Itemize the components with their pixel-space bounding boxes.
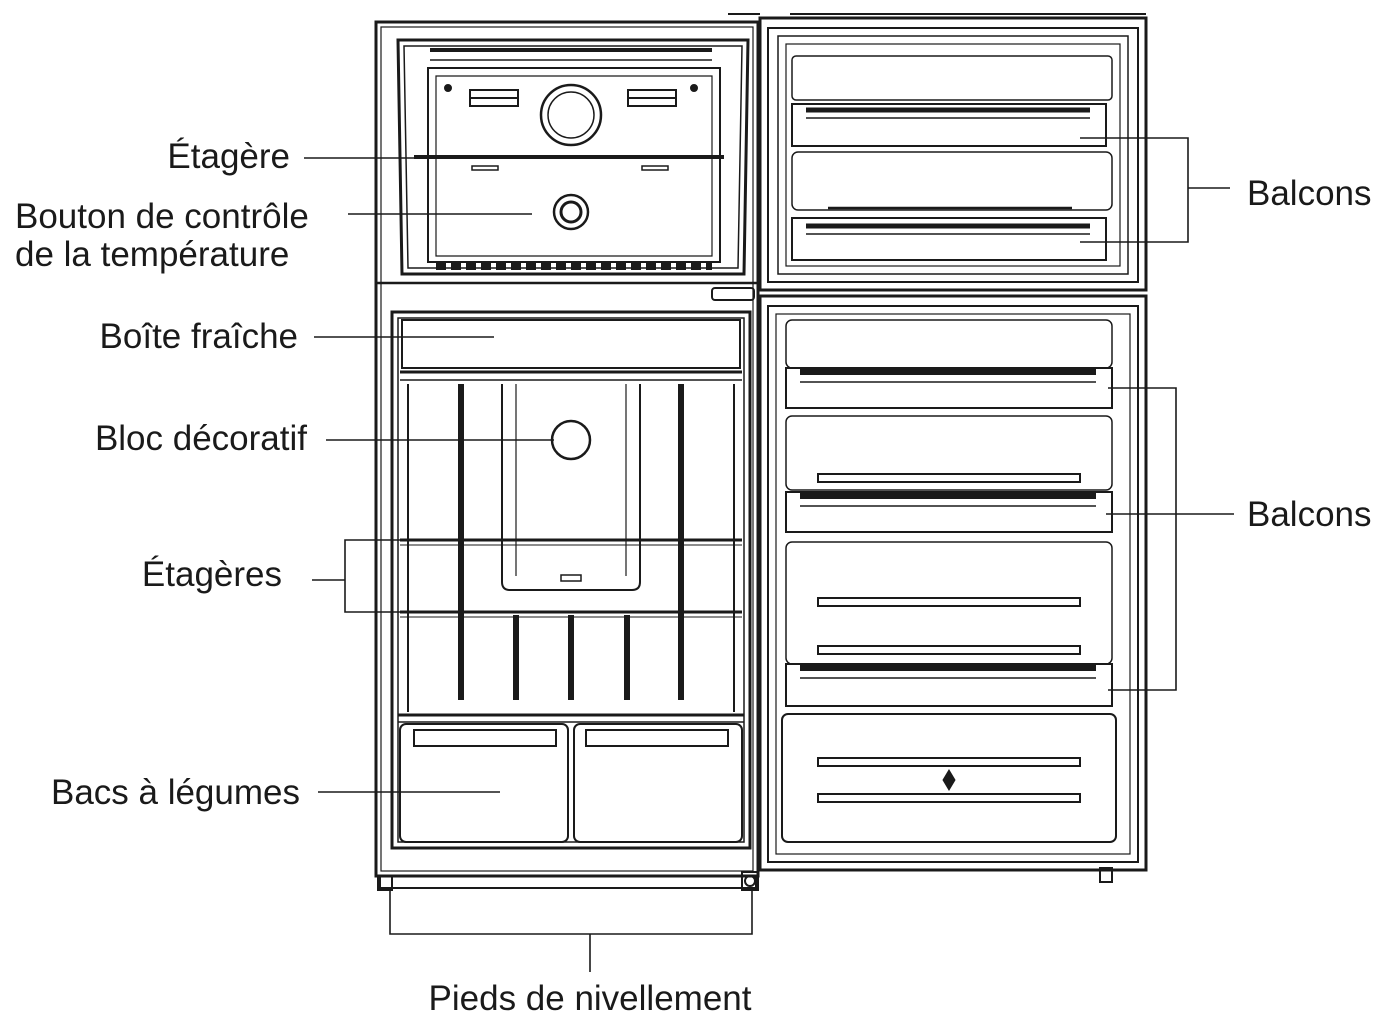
fresh-food-door [758, 294, 1148, 883]
label-bacs: Bacs à légumes [51, 773, 300, 812]
leader-lines [304, 137, 1234, 972]
label-bouton-line2: de la température [15, 235, 289, 274]
leveling-feet [377, 871, 759, 891]
freezer-compartment [396, 38, 750, 276]
label-etagere: Étagère [167, 137, 290, 176]
leader-balcons-top [1080, 137, 1230, 243]
label-etageres: Étagères [142, 555, 282, 594]
leader-pieds [389, 888, 753, 972]
label-balcons-top: Balcons [1247, 174, 1372, 213]
label-bouton-line1: Bouton de contrôle [15, 197, 309, 236]
label-pieds: Pieds de nivellement [429, 979, 752, 1018]
freezer-door [711, 13, 1148, 301]
label-boite: Boîte fraîche [100, 317, 298, 356]
label-bloc: Bloc décoratif [95, 419, 307, 458]
fridge-body [374, 20, 760, 889]
label-balcons-bottom: Balcons [1247, 495, 1372, 534]
leader-balcons-bottom [1106, 387, 1234, 691]
labels: Étagère Bouton de contrôle de la tempéra… [15, 137, 1372, 1018]
leader-etageres [312, 539, 404, 613]
fresh-food-compartment [390, 310, 752, 850]
